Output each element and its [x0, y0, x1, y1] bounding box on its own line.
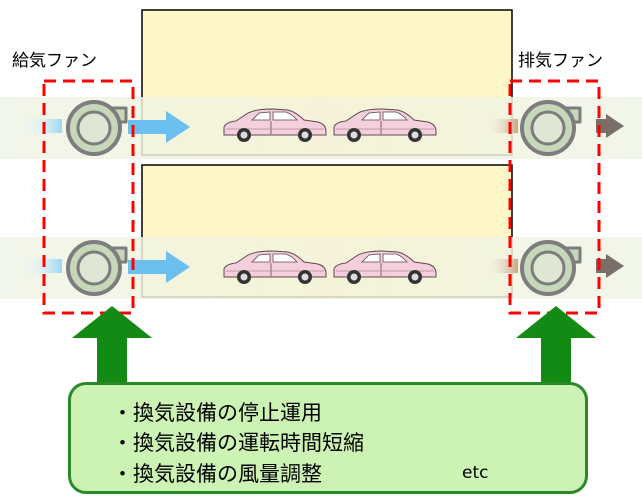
supply-fan-group-outline [42, 79, 135, 315]
exhaust-outflow-lower [482, 259, 518, 273]
supply-arrow-lower [128, 251, 190, 283]
measure-item: ・換気設備の停止運用 [112, 401, 322, 425]
measure-item: ・換気設備の風量調整 [112, 462, 322, 486]
green-arrow-right [516, 306, 596, 384]
exhaust-arrow-upper [596, 114, 624, 138]
measures-box [68, 382, 588, 494]
supply-inflow-lower [18, 259, 62, 273]
measures-etc: etc [462, 463, 489, 483]
green-arrow-left [72, 306, 152, 384]
exhaust-arrow-lower [596, 254, 624, 278]
supply-inflow-upper [18, 119, 62, 133]
exhaust-outflow-upper [482, 119, 518, 133]
supply-fan-label: 給気ファン [12, 51, 97, 71]
measure-item: ・換気設備の運転時間短縮 [112, 431, 364, 455]
exhaust-fan-label: 排気ファン [518, 51, 603, 71]
supply-arrow-upper [128, 111, 190, 143]
